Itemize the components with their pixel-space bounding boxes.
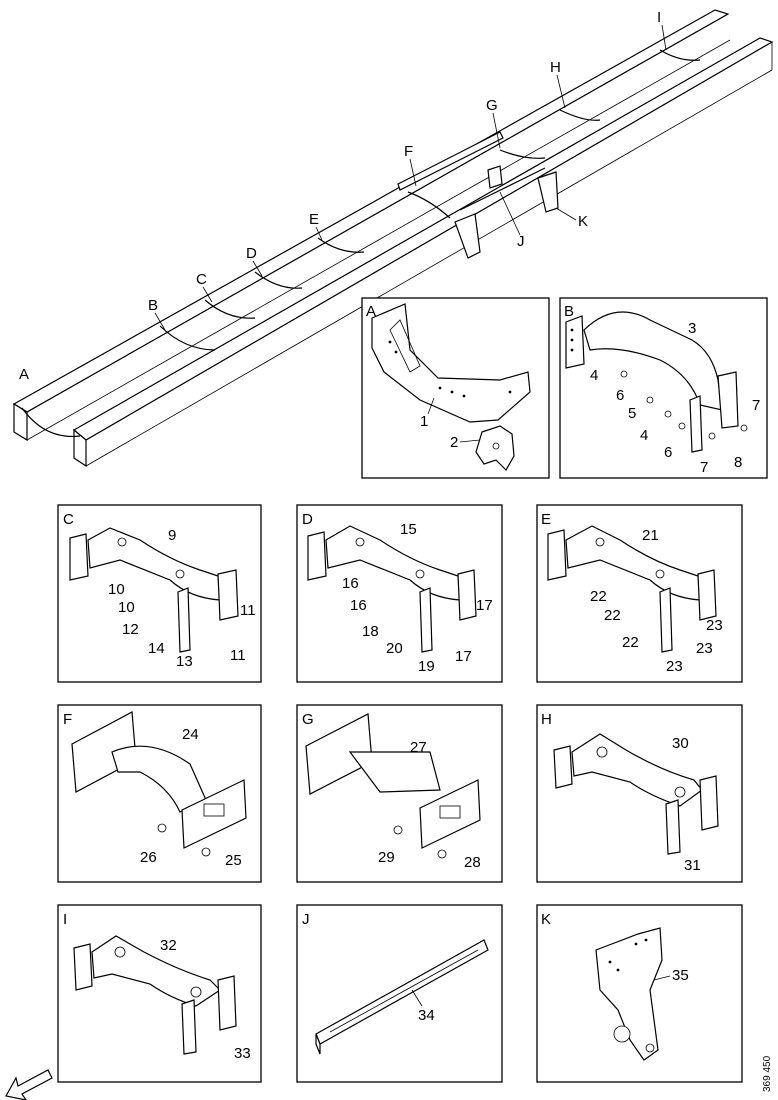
- overview-label-k: K: [578, 213, 588, 230]
- panel-g-letter: G: [302, 711, 314, 728]
- part-label-21: 21: [642, 527, 659, 544]
- panel-g: G 27 29 28: [296, 704, 503, 883]
- overview-labels: A B C D E F G H I J K: [19, 9, 667, 383]
- part-label-16b: 16: [350, 597, 367, 614]
- part-label-14: 14: [148, 640, 165, 657]
- part-label-32: 32: [160, 937, 177, 954]
- part-label-22c: 22: [622, 634, 639, 651]
- panel-f: F 24 26 25: [57, 704, 262, 883]
- overview-label-c: C: [196, 271, 207, 288]
- reference-number: 369 450: [762, 1055, 773, 1092]
- panel-c: C 9 10 10 12 14 13 11 11: [57, 504, 262, 683]
- overview-label-j: J: [517, 233, 525, 250]
- part-label-15: 15: [400, 521, 417, 538]
- overview-label-b: B: [148, 297, 158, 314]
- part-label-35: 35: [672, 967, 689, 984]
- part-label-13: 13: [176, 653, 193, 670]
- part-label-24: 24: [182, 726, 199, 743]
- panel-h-letter: H: [541, 711, 552, 728]
- part-label-10b: 10: [118, 599, 135, 616]
- panel-i: I 32 33: [57, 904, 262, 1083]
- panel-j-letter: J: [302, 911, 310, 928]
- panel-i-letter: I: [63, 911, 67, 928]
- part-label-11a: 11: [240, 602, 256, 619]
- panel-d: D 15 16 16 18 20 19 17 17: [296, 504, 503, 683]
- part-label-6b: 6: [664, 444, 672, 461]
- panel-j: J 34: [296, 904, 503, 1083]
- overview-label-g: G: [486, 97, 498, 114]
- part-label-19: 19: [418, 658, 435, 675]
- part-label-10a: 10: [108, 581, 125, 598]
- part-label-3: 3: [688, 320, 696, 337]
- part-label-25: 25: [225, 852, 242, 869]
- part-label-11b: 11: [230, 647, 246, 664]
- part-label-28: 28: [464, 854, 481, 871]
- part-label-7a: 7: [752, 397, 760, 414]
- part-label-4b: 4: [640, 427, 648, 444]
- part-label-23c: 23: [666, 658, 683, 675]
- part-label-16a: 16: [342, 575, 359, 592]
- part-label-22b: 22: [604, 607, 621, 624]
- part-label-29: 29: [378, 849, 395, 866]
- panel-d-letter: D: [302, 511, 313, 528]
- part-label-2: 2: [450, 434, 458, 451]
- panel-b: B 3 4 6 5 4 6 7 7 8: [559, 297, 768, 479]
- part-label-17b: 17: [455, 648, 472, 665]
- part-label-8: 8: [734, 454, 742, 471]
- overview-label-a: A: [19, 366, 29, 383]
- panel-a-letter: A: [366, 303, 376, 320]
- part-label-31: 31: [684, 857, 701, 874]
- overview-label-d: D: [246, 245, 257, 262]
- part-label-33: 33: [234, 1045, 251, 1062]
- part-label-23a: 23: [706, 617, 723, 634]
- part-label-23b: 23: [696, 640, 713, 657]
- panel-c-letter: C: [63, 511, 74, 528]
- part-label-5: 5: [628, 405, 636, 422]
- overview-label-e: E: [309, 211, 319, 228]
- overview-label-i: I: [657, 9, 661, 26]
- part-label-6a: 6: [616, 387, 624, 404]
- part-label-18: 18: [362, 623, 379, 640]
- part-label-34: 34: [418, 1007, 435, 1024]
- part-label-22a: 22: [590, 588, 607, 605]
- panel-k-letter: K: [541, 911, 551, 928]
- panel-h: H 30 31: [536, 704, 743, 883]
- panel-e-letter: E: [541, 511, 551, 528]
- part-label-9: 9: [168, 527, 176, 544]
- panel-b-letter: B: [564, 303, 574, 320]
- panel-k: K 35: [536, 904, 743, 1083]
- part-label-1: 1: [420, 413, 428, 430]
- overview-label-h: H: [550, 59, 561, 76]
- panel-a: A 1 2: [361, 297, 550, 479]
- part-label-7b: 7: [700, 459, 708, 476]
- part-label-4a: 4: [590, 367, 598, 384]
- panel-f-letter: F: [63, 711, 72, 728]
- frame-overview: [12, 9, 774, 468]
- part-label-27: 27: [410, 739, 427, 756]
- part-label-12: 12: [122, 621, 139, 638]
- part-label-20: 20: [386, 640, 403, 657]
- overview-label-f: F: [404, 143, 413, 160]
- part-label-26: 26: [140, 849, 157, 866]
- front-arrow-icon: [5, 1069, 53, 1100]
- panel-e: E 21 22 22 22 23 23 23: [536, 504, 743, 683]
- part-label-30: 30: [672, 735, 689, 752]
- part-label-17a: 17: [476, 597, 493, 614]
